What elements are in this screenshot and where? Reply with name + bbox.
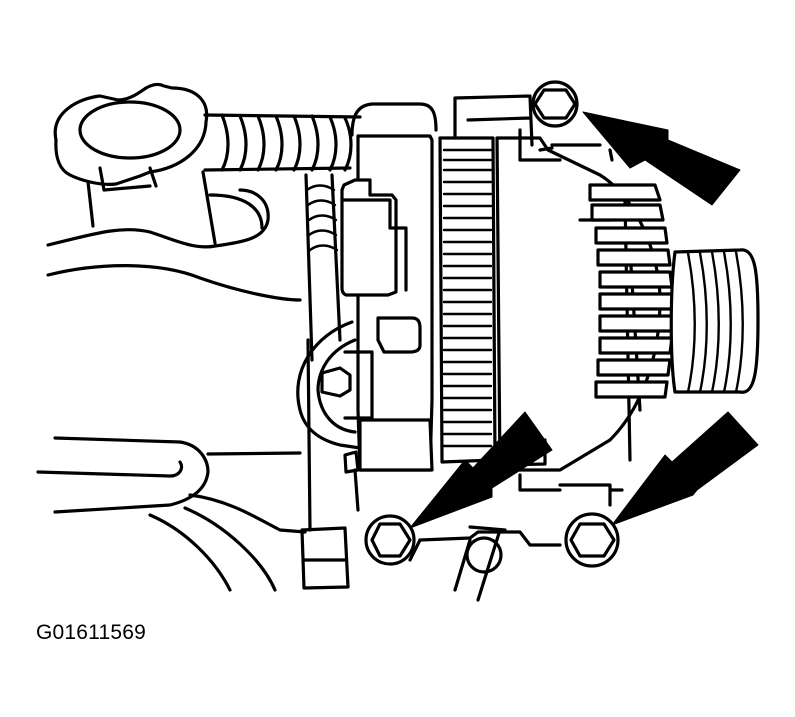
figure-id-label: G01611569	[36, 621, 147, 644]
arrow-upper-bolt	[582, 111, 741, 206]
arrow-lower-left-bolt	[409, 411, 553, 529]
stator-fins	[442, 148, 493, 448]
pulley	[669, 248, 760, 394]
upper-mounting-bolt	[531, 80, 579, 128]
hoses	[36, 188, 307, 592]
alternator	[296, 94, 760, 602]
lower-right-mounting-bolt	[564, 512, 620, 568]
corrugated-hose	[203, 113, 362, 362]
lower-left-mounting-bolt	[364, 514, 416, 566]
filler-cap	[53, 82, 217, 245]
cooling-fins	[588, 183, 674, 399]
arrow-lower-right-bolt	[611, 411, 759, 526]
